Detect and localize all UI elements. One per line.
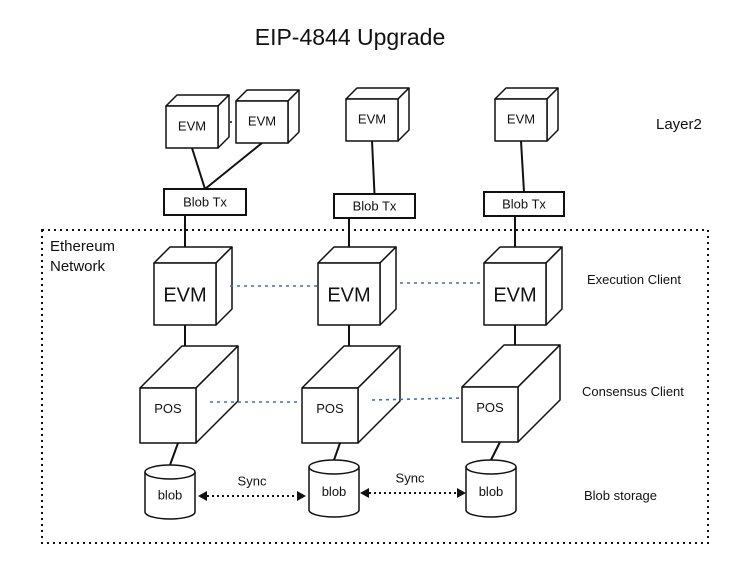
blob-tx-box: Blob Tx [163, 188, 247, 216]
sync-arrows: Sync Sync [198, 470, 466, 501]
consensus-client-label: Consensus Client [582, 384, 684, 399]
l2-evm-label: EVM [178, 118, 206, 133]
layer2-label: Layer2 [656, 116, 702, 133]
l2-evm-label: EVM [358, 111, 386, 126]
blob-storage-label: Blob storage [584, 488, 657, 503]
consensus-pos-label: POS [316, 401, 344, 416]
l2-to-tx-link [371, 140, 376, 195]
column-2: EVM Blob Tx EVM POS blob [301, 87, 416, 518]
execution-client-label: Execution Client [587, 272, 681, 287]
execution-evm-label: EVM [327, 284, 370, 306]
execution-evm-label: EVM [493, 284, 536, 306]
column-3: EVM Blob Tx EVM POS blob [461, 87, 565, 518]
consensus-pos-cube: POS [301, 345, 401, 444]
l2-evm-label: EVM [248, 113, 276, 128]
l2-evm-cube: EVM [345, 87, 410, 142]
pos-to-blob-link [490, 441, 501, 461]
execution-evm-cube: EVM [483, 246, 563, 326]
execution-evm-label: EVM [163, 284, 206, 306]
l2-to-tx-link [520, 140, 525, 193]
l2-evm-label: EVM [507, 111, 535, 126]
consensus-pos-label: POS [476, 400, 504, 415]
blob-storage-label: blob [158, 487, 183, 502]
l2-evm-cube: EVM [165, 94, 230, 149]
blob-tx-label: Blob Tx [183, 194, 227, 209]
blob-storage-label: blob [479, 484, 504, 499]
ethereum-network-boundary [41, 229, 709, 544]
column-1: EVM EVM Blob Tx EVM POS blob [139, 89, 300, 520]
blob-storage-label: blob [322, 484, 347, 499]
blob-storage-cylinder: blob [308, 459, 360, 518]
blob-storage-cylinder: blob [465, 459, 517, 518]
consensus-pos-cube: POS [461, 344, 561, 443]
blob-tx-box: Blob Tx [483, 191, 565, 217]
network-label-line2: Network [50, 258, 106, 275]
pos-to-blob-link [333, 442, 341, 461]
l2-to-tx-link [191, 147, 206, 190]
l2-evm-cube: EVM [494, 87, 559, 142]
peer-link-line [371, 397, 463, 401]
diagram-title: EIP-4844 Upgrade [254, 24, 446, 50]
network-label-line1: Ethereum [50, 238, 116, 255]
sync-label: Sync [238, 473, 267, 488]
sync-label: Sync [396, 470, 425, 485]
execution-evm-cube: EVM [317, 246, 397, 326]
blob-tx-label: Blob Tx [502, 196, 546, 211]
consensus-pos-label: POS [154, 401, 182, 416]
blob-tx-label: Blob Tx [353, 198, 397, 213]
l2-evm-cube: EVM [235, 89, 300, 144]
blob-storage-cylinder: blob [144, 464, 196, 520]
l2-to-tx-link [204, 142, 263, 190]
execution-evm-cube: EVM [153, 246, 233, 326]
peer-links [210, 282, 484, 403]
consensus-pos-cube: POS [139, 345, 239, 444]
pos-to-blob-link [169, 442, 179, 466]
blob-tx-box: Blob Tx [333, 193, 416, 219]
